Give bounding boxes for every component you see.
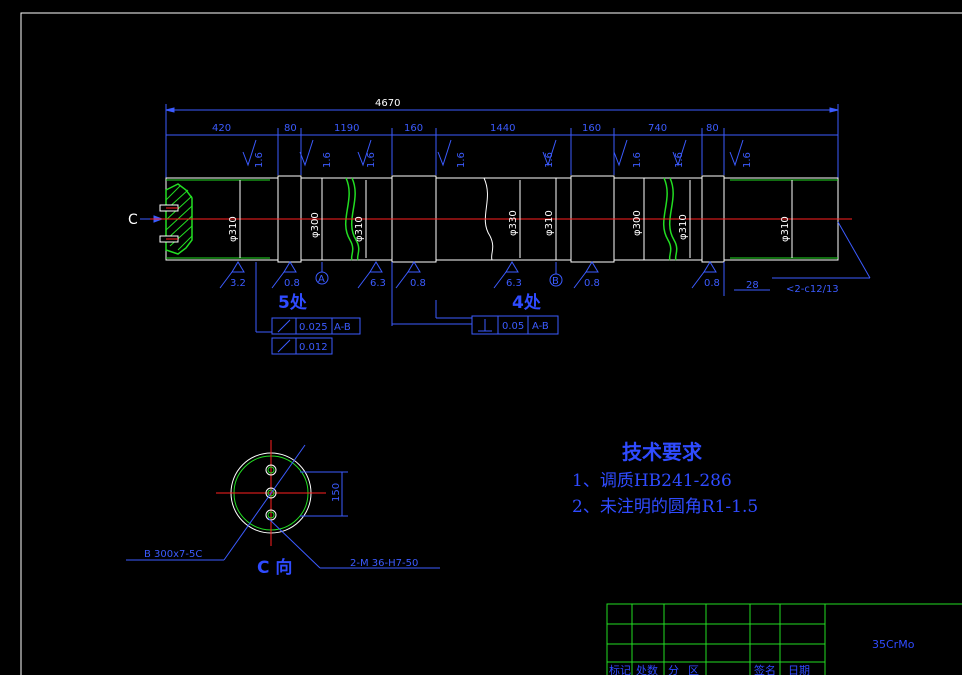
diameter-4: φ330 [508, 210, 519, 236]
datum-b: B [552, 276, 559, 287]
tol-perp-value: 0.05 [502, 321, 524, 332]
roughness-8: 1.6 [742, 152, 753, 168]
title-block-header-6: 日期 [788, 664, 810, 675]
overall-dimension [165, 104, 839, 178]
diameter-3: φ310 [354, 216, 365, 242]
title-block-header-5: 签名 [754, 663, 776, 675]
segment-dim-1: 420 [212, 123, 231, 134]
section-note-right: 2-M 36-H7-50 [350, 558, 418, 569]
count-5-label: 5处 [278, 292, 308, 313]
diameter-7: φ310 [678, 214, 689, 240]
material-label: 35CrMo [872, 638, 915, 651]
roughness-7: 1.6 [674, 152, 685, 168]
bottom-roughness-2: 0.8 [284, 278, 300, 289]
segment-dim-3: 1190 [334, 123, 359, 134]
roughness-1: 1.6 [254, 152, 265, 168]
diameter-5: φ310 [544, 210, 555, 236]
segment-dim-5: 1440 [490, 123, 515, 134]
segment-dim-6: 160 [582, 123, 601, 134]
roughness-5: 1.6 [544, 152, 555, 168]
bottom-roughness-5: 6.3 [506, 278, 522, 289]
break-lines [345, 177, 678, 261]
drawing-frame [20, 12, 962, 675]
segment-dim-2: 80 [284, 123, 297, 134]
diameter-1: φ310 [228, 216, 239, 242]
segment-dim-7: 740 [648, 123, 667, 134]
title-block-header-3: 分 [668, 664, 679, 675]
datum-a: A [318, 274, 325, 285]
tech-item-1: 1、调质HB241-286 [572, 471, 732, 491]
datum-markers [315, 262, 563, 287]
title-block-header-2: 处数 [636, 664, 658, 675]
segment-dimension-line [166, 128, 838, 175]
tolerance-frame-right [391, 262, 559, 335]
section-dim: 150 [331, 483, 342, 502]
roughness-4: 1.6 [456, 152, 467, 168]
bottom-roughness-7: 0.8 [704, 278, 720, 289]
left-end-section [159, 183, 193, 255]
tol-runout-ref: A-B [334, 322, 351, 333]
tol-perp-ref: A-B [532, 321, 549, 332]
tolerance-frame-left [255, 262, 361, 355]
c-view-label: C [128, 212, 138, 228]
title-block-header-1: 标记 [609, 663, 631, 675]
segment-dim-8: 80 [706, 123, 719, 134]
tech-item-2: 2、未注明的圆角R1-1.5 [572, 497, 758, 517]
chamfer-dim: 28 [746, 280, 759, 291]
diameter-8: φ310 [780, 216, 791, 242]
chamfer-dimension [723, 221, 871, 296]
roughness-3: 1.6 [366, 152, 377, 168]
section-label: C 向 [257, 557, 292, 578]
overall-length-label: 4670 [375, 98, 400, 109]
shaft-green-edges [166, 179, 838, 259]
segment-dim-4: 160 [404, 123, 423, 134]
title-block [606, 603, 962, 675]
bottom-roughness-1: 3.2 [230, 278, 246, 289]
roughness-symbols-top [242, 139, 744, 167]
count-4-label: 4处 [512, 292, 542, 313]
title-block-header-4: 区 [688, 664, 699, 675]
roughness-2: 1.6 [322, 152, 333, 168]
diameter-2: φ300 [310, 212, 321, 238]
roughness-symbols-bottom [219, 261, 717, 289]
tech-title: 技术要求 [622, 440, 703, 464]
tol-cyl-value: 0.012 [299, 342, 328, 353]
tol-runout-value: 0.025 [299, 322, 328, 333]
break-lines-white [483, 177, 494, 261]
chamfer-note: <2-c12/13 [786, 284, 839, 295]
section-note-left: B 300x7-5C [144, 549, 202, 560]
diameter-arrows [239, 178, 793, 260]
bottom-roughness-6: 0.8 [584, 278, 600, 289]
bottom-roughness-3: 6.3 [370, 278, 386, 289]
section-dimensions [126, 444, 440, 569]
bottom-roughness-4: 0.8 [410, 278, 426, 289]
roughness-6: 1.6 [632, 152, 643, 168]
diameter-6: φ300 [632, 210, 643, 236]
